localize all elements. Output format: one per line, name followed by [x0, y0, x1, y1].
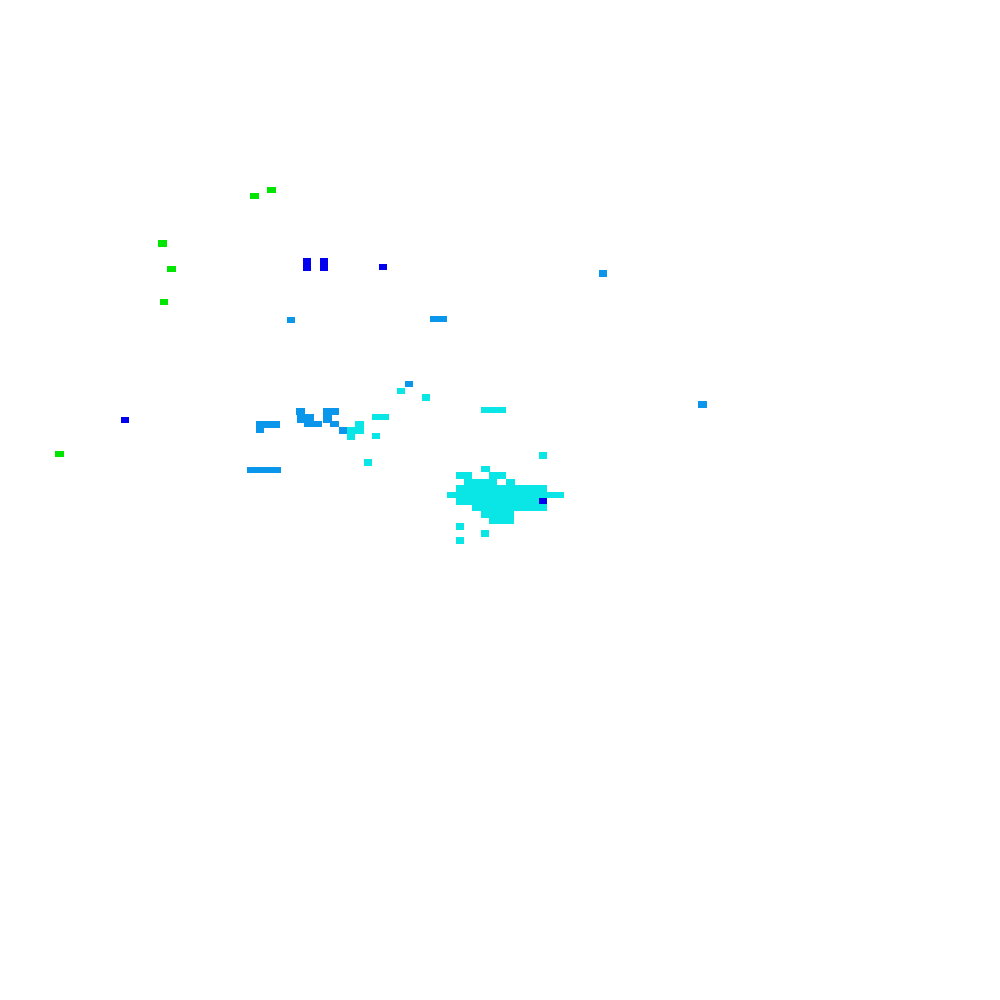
sky-tile [247, 467, 281, 473]
cyan-tile [347, 427, 364, 434]
green-tile [250, 193, 259, 199]
cyan-tile [481, 466, 490, 472]
green-tile [160, 299, 168, 305]
cyan-tile [489, 517, 514, 524]
sky-tile [599, 270, 607, 277]
green-tile [267, 187, 276, 193]
sky-tile [256, 426, 264, 433]
cyan-tile [456, 537, 464, 544]
cyan-tile [397, 388, 405, 394]
blue-tile [303, 258, 311, 271]
cyan-tile [355, 421, 364, 427]
sky-tile [330, 421, 339, 427]
cyan-tile [364, 459, 372, 466]
cyan-tile [347, 433, 355, 440]
cyan-tile [464, 479, 497, 486]
green-tile [55, 451, 64, 457]
sky-tile [304, 421, 322, 427]
cyan-tile [472, 504, 547, 511]
sky-tile [405, 381, 413, 387]
cyan-tile [372, 433, 380, 439]
sky-tile [256, 421, 280, 428]
cyan-tile [456, 472, 472, 479]
blue-tile [539, 498, 547, 504]
sky-tile [297, 414, 314, 423]
sky-tile [339, 427, 348, 434]
sky-tile [296, 408, 305, 415]
cyan-tile [456, 498, 539, 505]
cyan-tile [506, 479, 515, 486]
cyan-tile [456, 485, 547, 492]
blue-tile [121, 417, 129, 423]
cyan-tile [481, 407, 506, 413]
sky-tile [287, 317, 295, 323]
cyan-tile [372, 414, 389, 420]
green-tile [158, 240, 167, 247]
cyan-tile [422, 394, 430, 401]
cyan-tile [539, 452, 547, 459]
cyan-tile [489, 472, 506, 479]
blue-tile [320, 258, 328, 271]
green-tile [167, 266, 176, 272]
sky-tile [323, 408, 339, 415]
sky-tile [430, 316, 447, 322]
cyan-tile [447, 492, 564, 498]
cyan-tile [481, 530, 489, 537]
blue-tile [379, 264, 387, 270]
cyan-tile [481, 511, 514, 518]
cyan-tile [456, 523, 464, 530]
sky-tile [323, 414, 332, 423]
sky-tile [698, 401, 707, 408]
